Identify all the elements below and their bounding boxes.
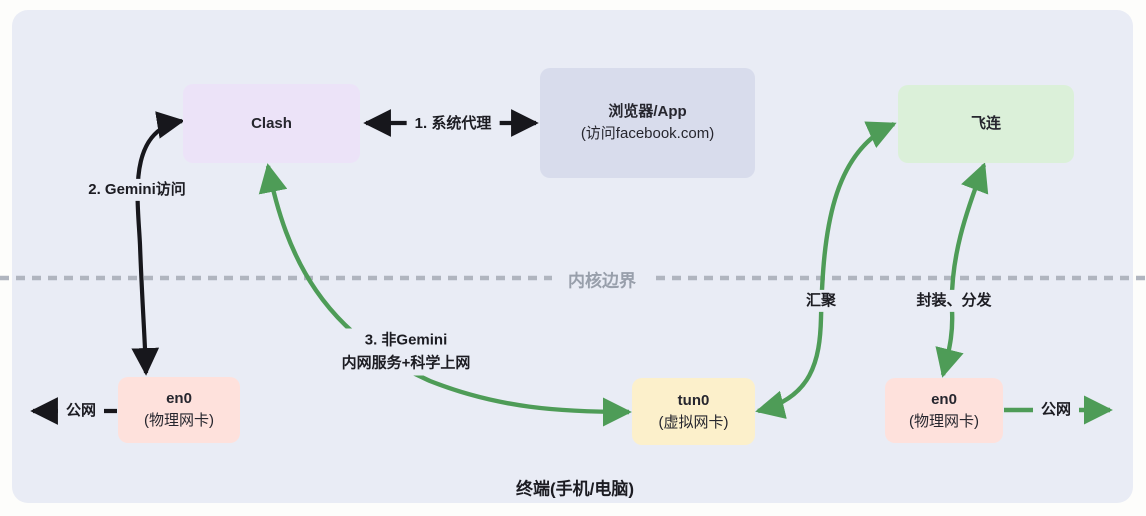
node-browser-title: 浏览器/App <box>608 103 687 121</box>
label-converge: 汇聚 <box>797 289 845 313</box>
label-system-proxy: 1. 系统代理 <box>406 112 500 136</box>
label-kernel-boundary: 内核边界 <box>552 266 652 292</box>
node-tun0: tun0 (虚拟网卡) <box>632 378 755 445</box>
node-tun0-title: tun0 <box>677 391 710 409</box>
label-public-net-left: 公网 <box>57 399 105 423</box>
node-en0-left-subtitle: (物理网卡) <box>144 412 214 429</box>
node-browser: 浏览器/App (访问facebook.com) <box>540 68 755 178</box>
node-en0-right: en0 (物理网卡) <box>885 378 1003 443</box>
node-en0-left-title: en0 <box>166 390 192 408</box>
node-feilian-label: 飞连 <box>970 115 1001 133</box>
label-non-gemini: 3. 非Gemini 内网服务+科学上网 <box>333 328 479 376</box>
label-encapsulate: 封装、分发 <box>908 289 1000 313</box>
label-non-gemini-line2: 内网服务+科学上网 <box>341 354 471 371</box>
label-non-gemini-line1: 3. 非Gemini <box>364 331 448 349</box>
label-terminal: 终端(手机/电脑) <box>515 479 635 499</box>
label-public-net-right: 公网 <box>1032 398 1080 422</box>
node-clash-label: Clash <box>251 114 292 132</box>
label-gemini-access: 2. Gemini访问 <box>80 178 194 202</box>
node-clash: Clash <box>183 84 360 163</box>
node-tun0-subtitle: (虚拟网卡) <box>658 413 729 431</box>
node-feilian: 飞连 <box>898 85 1074 163</box>
node-en0-right-subtitle: (物理网卡) <box>909 412 979 430</box>
node-en0-right-title: en0 <box>931 390 957 408</box>
node-browser-subtitle: (访问facebook.com) <box>580 125 715 142</box>
node-en0-left: en0 (物理网卡) <box>118 377 240 443</box>
